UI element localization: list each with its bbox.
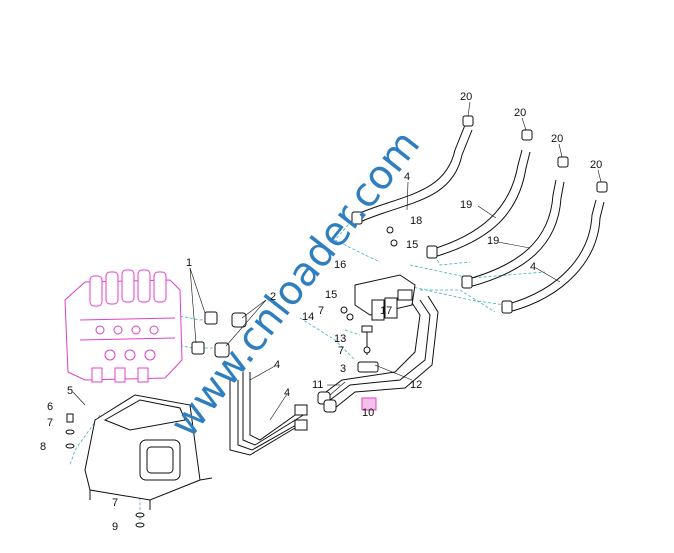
control-valve (64, 269, 183, 383)
callout-5: 5 (67, 385, 73, 397)
callout-4-mid: 4 (274, 359, 280, 371)
callout-6: 6 (47, 401, 53, 413)
callout-7-bottom: 7 (112, 497, 118, 509)
callout-15-left: 15 (325, 289, 337, 301)
callout-7-block: 7 (318, 305, 324, 317)
callout-18: 18 (410, 215, 422, 227)
callout-20-d: 20 (590, 159, 602, 171)
callout-14: 14 (302, 311, 314, 323)
callout-7-left: 7 (47, 417, 53, 429)
callout-10: 10 (362, 407, 374, 419)
callout-9: 9 (112, 521, 118, 533)
callout-19-upper: 19 (460, 199, 472, 211)
callout-leaders (72, 101, 602, 421)
callout-20-b: 20 (514, 107, 526, 119)
callout-labels: 1 2 3 4 4 4 4 5 6 7 7 7 7 8 9 10 11 12 1… (40, 91, 602, 533)
callout-16: 16 (334, 259, 346, 271)
upper-hoses (351, 124, 605, 314)
divider-valve-block (354, 274, 416, 321)
callout-15-right: 15 (406, 239, 418, 251)
clamp-parts (357, 325, 379, 411)
callout-1: 1 (186, 257, 192, 269)
callout-3: 3 (340, 363, 346, 375)
end-caps (462, 115, 608, 193)
fasteners (65, 226, 398, 528)
elbow-fittings (191, 311, 247, 358)
main-pipe-bundle (317, 295, 439, 413)
callout-11: 11 (312, 379, 323, 391)
lower-pipes (229, 372, 308, 456)
mounting-bracket (84, 394, 213, 510)
callout-17: 17 (380, 305, 392, 317)
callout-4-lower: 4 (284, 387, 290, 399)
callout-20-a: 20 (460, 91, 472, 103)
callout-19-lower: 19 (487, 235, 499, 247)
callout-20-c: 20 (551, 133, 563, 145)
callout-13: 13 (334, 333, 346, 345)
callout-8: 8 (40, 441, 46, 453)
callout-12: 12 (410, 379, 422, 391)
callout-4-right: 4 (530, 261, 536, 273)
callout-7-clamp: 7 (338, 345, 344, 357)
callout-2: 2 (270, 291, 276, 303)
callout-4-upper: 4 (404, 171, 410, 183)
